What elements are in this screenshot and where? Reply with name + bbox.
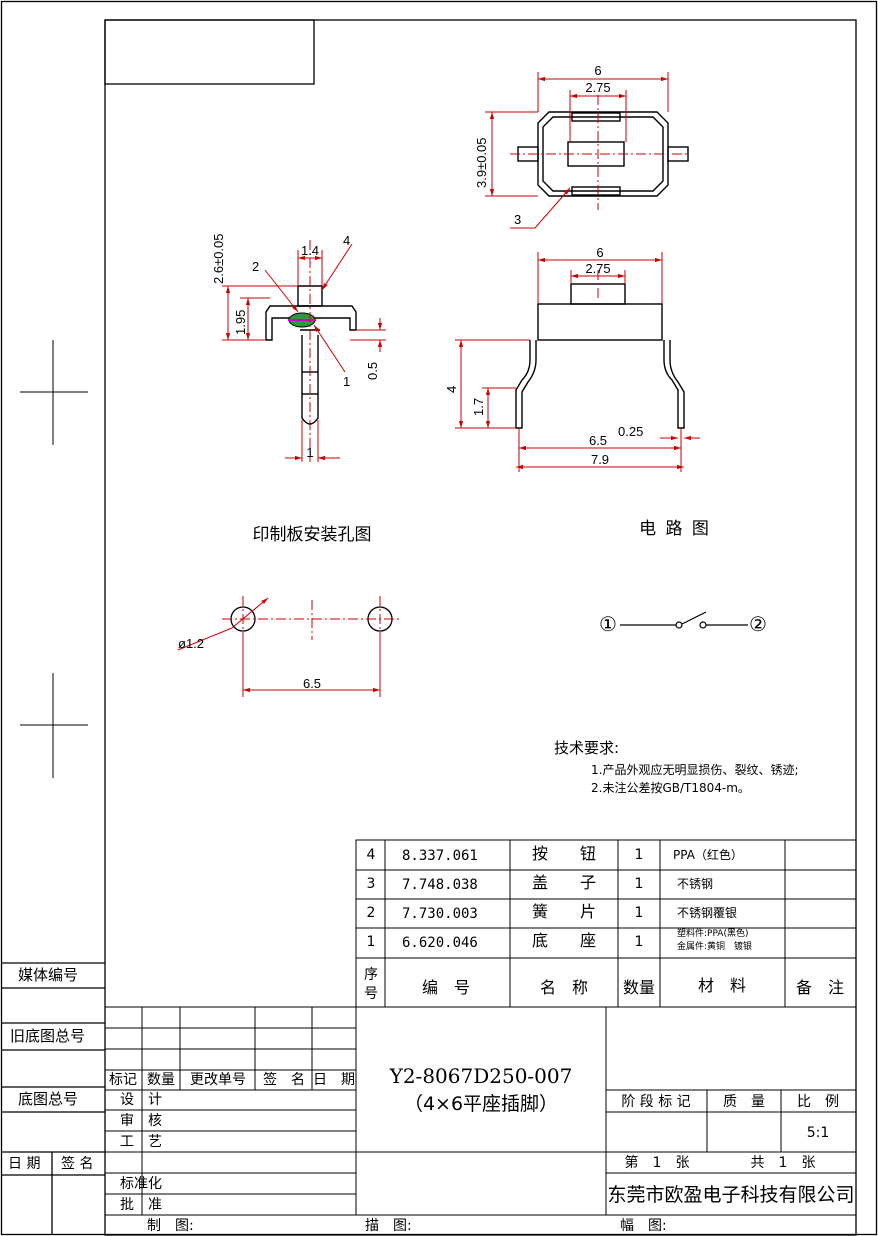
bom-material: PPA（红色） — [673, 848, 743, 862]
front-view — [455, 252, 700, 472]
circuit-diagram — [620, 611, 748, 629]
format-label: 幅 图: — [620, 1218, 667, 1234]
role-label: 设 计 — [120, 1092, 162, 1108]
front-dim-thick: 0.25 — [618, 424, 644, 439]
bom-code: 8.337.061 — [402, 848, 478, 864]
bom-no: 2 — [366, 905, 376, 921]
bom-material-b: 金属件:黄铜 镀银 — [677, 942, 753, 952]
pcb-hole-view — [177, 596, 400, 697]
sign-label: 签 名 — [61, 1156, 94, 1172]
rev-header: 签 名 — [263, 1072, 305, 1088]
bom-name: 底 座 — [531, 931, 597, 950]
tech-req-1: 1.产品外观应无明显损伤、裂纹、锈迹; — [591, 763, 799, 777]
side-dim-cap: 2.6±0.05 — [211, 233, 226, 284]
side-view — [222, 240, 386, 462]
bom-header-code: 编 号 — [421, 978, 471, 997]
callout-4: 4 — [343, 233, 351, 248]
callout-1: 1 — [343, 374, 351, 389]
side-dim-body: 1.95 — [233, 309, 248, 335]
front-dim-height: 4 — [444, 385, 459, 393]
traced-label: 描 图: — [365, 1218, 412, 1234]
circuit-node-1: ① — [599, 612, 617, 636]
media-no-label: 媒体编号 — [18, 966, 79, 984]
drawn-label: 制 图: — [147, 1218, 194, 1234]
bom-name: 簧 片 — [531, 902, 597, 921]
callout-3: 3 — [514, 212, 522, 227]
bom-header-no-b: 号 — [364, 986, 378, 1002]
bom-header-qty: 数量 — [622, 978, 656, 997]
bom-header-remark: 备 注 — [795, 978, 845, 997]
stage-label: 阶 段 标 记 — [621, 1094, 691, 1110]
bom-code: 7.748.038 — [402, 877, 478, 893]
bom-name: 按 钮 — [531, 844, 597, 863]
tech-req-2: 2.未注公差按GB/T1804-m。 — [591, 781, 750, 795]
base-label: 底图总号 — [18, 1090, 79, 1108]
front-dim-overall: 7.9 — [590, 452, 610, 467]
role-label: 工 艺 — [120, 1134, 162, 1150]
pcb-dim-hole: ø1.2 — [178, 636, 205, 651]
bom-material: 不锈钢 — [677, 877, 714, 891]
side-dim-stem: 1.4 — [300, 243, 320, 258]
side-dim-pin: 0.5 — [365, 361, 380, 380]
sheet-total: 共 1 张 — [750, 1155, 816, 1171]
callout-2: 2 — [252, 259, 260, 274]
circuit-title: 电 路 图 — [639, 519, 711, 539]
bom-no: 3 — [366, 876, 376, 892]
front-dim-pitch: 6.5 — [588, 433, 608, 448]
role-label: 批 准 — [120, 1197, 162, 1213]
rev-header: 更改单号 — [190, 1072, 246, 1088]
bom-material: 不锈钢覆银 — [677, 906, 738, 920]
company-name: 东莞市欧盈电子科技有限公司 — [607, 1184, 855, 1206]
side-dim-pin-width: 1 — [306, 445, 314, 460]
bom-code: 7.730.003 — [402, 906, 478, 922]
circuit-node-2: ② — [749, 612, 767, 636]
bom-qty: 1 — [634, 934, 644, 950]
scale-label: 比 例 — [797, 1094, 839, 1110]
front-dim-width: 6 — [596, 245, 604, 260]
role-label: 标准化 — [120, 1176, 162, 1192]
rev-header: 数量 — [147, 1072, 175, 1088]
part-description: （4×6平座插脚） — [403, 1093, 559, 1115]
bom-qty: 1 — [634, 905, 644, 921]
rev-header: 标记 — [109, 1072, 137, 1088]
top-dim-height: 3.9±0.05 — [474, 137, 489, 188]
tech-title: 技术要求: — [554, 739, 620, 757]
scale-value: 5:1 — [806, 1125, 830, 1141]
date-label: 日 期 — [8, 1156, 41, 1172]
pcb-dim-pitch: 6.5 — [302, 676, 322, 691]
bom-header-material: 材 料 — [697, 976, 747, 995]
old-base-label: 旧底图总号 — [10, 1027, 86, 1045]
rev-header: 日 期 — [313, 1072, 355, 1088]
bom-code: 6.620.046 — [402, 935, 478, 951]
mass-label: 质 量 — [723, 1094, 765, 1110]
pcb-title: 印制板安装孔图 — [252, 525, 372, 545]
bom-qty: 1 — [634, 876, 644, 892]
top-view — [485, 72, 690, 229]
bom-no: 4 — [366, 847, 376, 863]
bom-qty: 1 — [634, 847, 644, 863]
bom-material-a: 塑料件:PPA(黑色) — [677, 929, 749, 939]
sheet-number: 第 1 张 — [624, 1155, 690, 1171]
bom-name: 盖 子 — [531, 873, 597, 892]
top-dim-inner: 2.75 — [585, 80, 611, 95]
top-dim-width: 6 — [594, 63, 602, 78]
bom-no: 1 — [366, 934, 376, 950]
frame-border — [104, 19, 857, 1236]
role-label: 审 核 — [120, 1113, 162, 1129]
corner-box — [104, 19, 315, 85]
front-dim-leg: 1.7 — [471, 397, 486, 416]
bom-header-name: 名 称 — [539, 978, 589, 997]
part-number: Y2-8067D250-007 — [389, 1064, 573, 1088]
front-dim-inner: 2.75 — [585, 261, 611, 276]
bom-header-no-a: 序 — [364, 967, 378, 983]
